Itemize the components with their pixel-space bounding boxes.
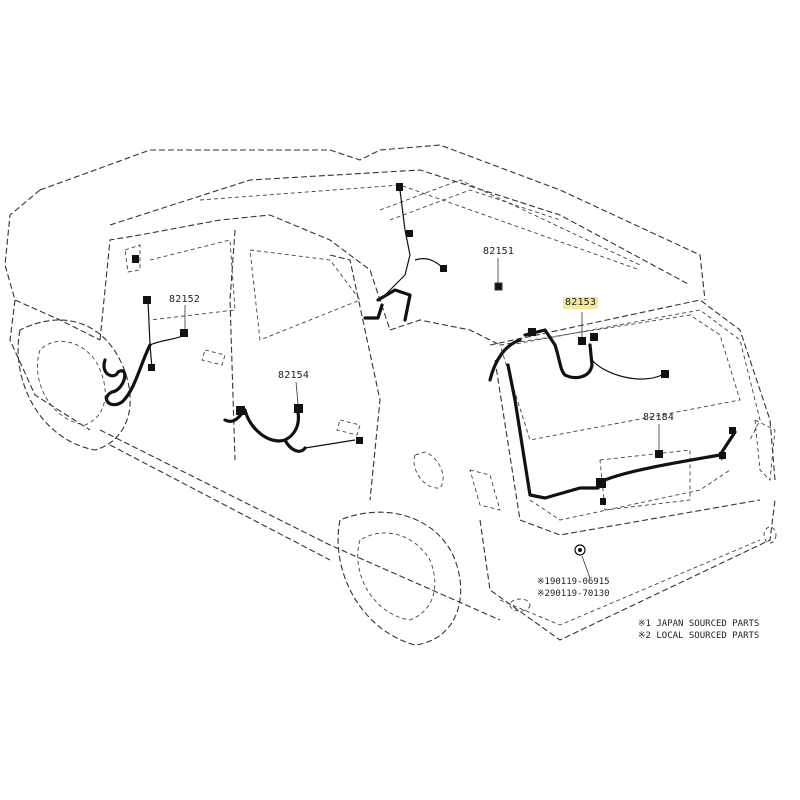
vehicle-body-outline [4, 144, 777, 646]
harness-82154 [223, 404, 363, 453]
harness-82184 [506, 363, 737, 505]
bolt-part-number-2: ※290119-70130 [537, 589, 610, 599]
part-label-82184: 82184 [643, 412, 675, 423]
part-label-82152: 82152 [169, 294, 201, 305]
legend-note-local: ※2 LOCAL SOURCED PARTS [638, 631, 760, 641]
part-label-82153: 82153 [563, 297, 599, 309]
bolt-icon [574, 544, 586, 556]
part-label-82154: 82154 [278, 370, 310, 381]
harness-82153 [488, 328, 669, 382]
harness-82152 [102, 255, 188, 407]
harness-82151 [363, 183, 503, 322]
legend-note-japan: ※1 JAPAN SOURCED PARTS [638, 619, 760, 629]
part-label-82151: 82151 [483, 246, 515, 257]
bolt-part-number-1: ※190119-06915 [537, 577, 610, 587]
leader-lines [184, 258, 660, 579]
